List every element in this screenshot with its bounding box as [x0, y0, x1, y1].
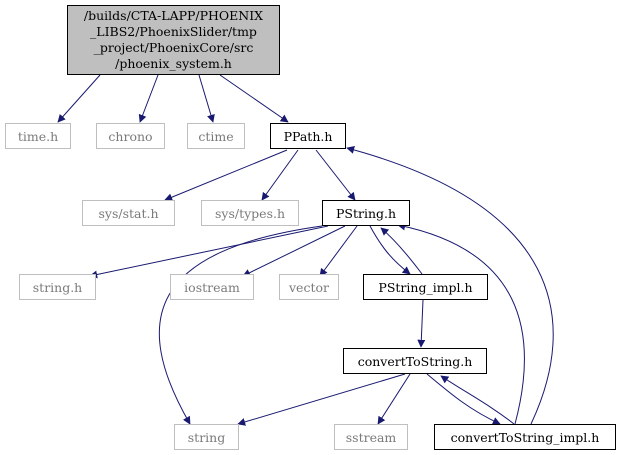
node-iostream[interactable]: iostream [170, 274, 254, 300]
node-sys-types-h[interactable]: sys/types.h [201, 200, 299, 226]
edge-pstring-to-pstring-impl-h [369, 225, 411, 275]
edge-pstring-to-string [158, 225, 323, 425]
root-label-line-2: _LIBS2/PhoenixSlider/tmp [90, 24, 257, 39]
root-label-line-3: _project/PhoenixCore/src [93, 40, 254, 55]
node-pstring-impl-h[interactable]: PString_impl.h [363, 274, 488, 300]
edge-pstring-to-vector [319, 225, 358, 277]
edge-root-to-ppath-h [219, 74, 289, 123]
node-converttostring-impl-h[interactable]: convertToString_impl.h [434, 424, 616, 450]
node-sys-stat-h[interactable]: sys/stat.h [82, 200, 175, 226]
root-label-line-1: /builds/CTA-LAPP/PHOENIX [83, 8, 264, 23]
node-ctime[interactable]: ctime [187, 123, 245, 149]
edge-converttostring-to-string [237, 373, 406, 426]
edge-ppath-to-sys-types-h [261, 149, 299, 201]
node-string[interactable]: string [174, 424, 239, 450]
node-converttostring-h[interactable]: convertToString.h [343, 348, 487, 374]
edge-root-to-time-h [57, 74, 101, 123]
edge-converttostring-to-sstream [377, 373, 411, 425]
node-chrono[interactable]: chrono [96, 123, 165, 149]
edge-converttostring-impl-to-ppath-h [346, 146, 554, 425]
node-sstream[interactable]: sstream [334, 424, 408, 450]
node-vector[interactable]: vector [279, 274, 339, 300]
edge-pstring-to-string-h [89, 225, 329, 279]
root-label-line-4: /phoenix_system.h [115, 56, 232, 71]
edge-ppath-to-pstring-h [315, 149, 356, 201]
node-time-h[interactable]: time.h [5, 123, 71, 149]
edge-converttostring-to-converttostring-impl-h [426, 373, 501, 425]
edge-root-to-chrono [138, 74, 159, 123]
edge-root-to-ctime [198, 74, 215, 123]
edge-converttostring-impl-to-converttostring-h [440, 375, 515, 425]
edge-converttostring-impl-to-pstring-h [397, 222, 525, 425]
node-pstring-h[interactable]: PString.h [322, 200, 410, 226]
edge-ppath-to-sys-stat-h [164, 149, 288, 201]
node-ppath-h[interactable]: PPath.h [270, 123, 346, 149]
edge-pstring-impl-to-pstring-h [380, 227, 423, 275]
edge-pstring-to-iostream [242, 225, 346, 277]
edge-pstring-impl-to-converttostring-h [417, 299, 426, 348]
node-phoenix-system-h[interactable]: /builds/CTA-LAPP/PHOENIX _LIBS2/PhoenixS… [67, 5, 280, 75]
node-string-h[interactable]: string.h [19, 274, 96, 300]
